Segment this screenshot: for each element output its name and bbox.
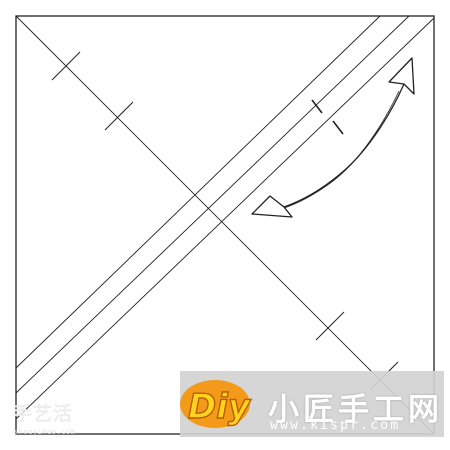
fold-line-2 bbox=[15, 15, 410, 394]
site-url-watermark: www.kispr.com bbox=[270, 418, 401, 433]
fold-line-3 bbox=[15, 17, 435, 420]
diy-logo: Diy bbox=[180, 380, 253, 428]
tick-mark bbox=[51, 51, 81, 81]
tick-mark bbox=[315, 311, 345, 341]
left-url-watermark: shouyihuo.com bbox=[14, 428, 76, 436]
left-watermark: 手艺活 bbox=[13, 403, 74, 425]
diagonal-crease bbox=[15, 15, 435, 435]
tick-mark bbox=[104, 101, 134, 131]
site-name-watermark: 小匠手工网 bbox=[268, 392, 443, 428]
watermark-banner: Diy bbox=[180, 371, 444, 437]
double-headed-curved-arrow-icon bbox=[251, 57, 415, 218]
svg-text:Diy: Diy bbox=[188, 387, 252, 427]
reference-mark bbox=[311, 99, 323, 114]
fold-line-1 bbox=[15, 15, 381, 369]
reference-mark bbox=[332, 120, 344, 135]
